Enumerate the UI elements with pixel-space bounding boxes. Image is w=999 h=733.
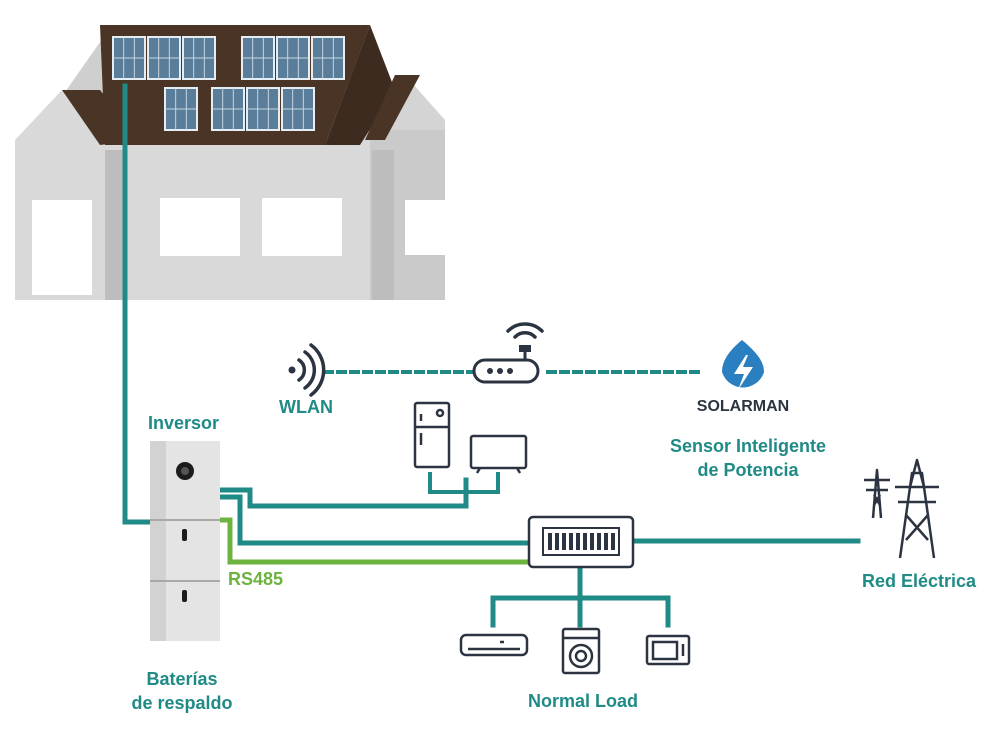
solar-panel [164, 87, 198, 131]
wlan-label: WLAN [279, 397, 333, 417]
batteries-label-line1: Baterías [146, 669, 218, 689]
microwave-icon [645, 634, 691, 666]
inverter-label: Inversor [148, 413, 220, 433]
batteries-label-line2: de respaldo [131, 693, 233, 713]
solar-panel-icon [112, 36, 345, 131]
solar-panel [246, 87, 280, 131]
solar-panel [241, 36, 275, 80]
inverter-icon [176, 462, 194, 480]
solar-panel [281, 87, 315, 131]
solar-panel [147, 36, 181, 80]
meter-slot [569, 533, 573, 550]
solar-panel [276, 36, 310, 80]
air-conditioner-icon [459, 633, 529, 657]
window [160, 198, 240, 256]
solarman-logo-icon [722, 340, 764, 390]
solar-panel [311, 36, 345, 80]
window [262, 198, 342, 256]
tv-icon [469, 434, 528, 474]
fridge-icon [413, 401, 451, 469]
meter-slot [597, 533, 601, 550]
solar-panel [182, 36, 216, 80]
rs485-label: RS485 [228, 569, 284, 589]
meter-slot [604, 533, 608, 550]
power-tower-icon [864, 458, 939, 559]
meter-icon [527, 515, 635, 569]
cables [122, 83, 861, 628]
washing-machine-icon [561, 627, 601, 675]
grid-label: Red Eléctrica [862, 571, 977, 591]
battery-stack [150, 441, 220, 641]
meter-slot [562, 533, 566, 550]
normal-load-label: Normal Load [527, 691, 638, 711]
meter-slot [611, 533, 615, 550]
solar-panel [112, 36, 146, 80]
house [15, 25, 445, 300]
meter-slot [583, 533, 587, 550]
window [32, 200, 92, 295]
sensor-label-line2: de Potencia [697, 460, 799, 480]
solar-panel [211, 87, 245, 131]
meter-slot [590, 533, 594, 550]
sensor-label-line1: Sensor Inteligente [669, 436, 827, 456]
meter-slot [548, 533, 552, 550]
wifi-signal-icon [288, 343, 326, 397]
router-icon [472, 322, 544, 384]
window [405, 200, 445, 255]
meter-slot [555, 533, 559, 550]
meter-slot [576, 533, 580, 550]
battery-icon [182, 529, 187, 602]
brand-label: SOLARMAN [696, 398, 790, 415]
